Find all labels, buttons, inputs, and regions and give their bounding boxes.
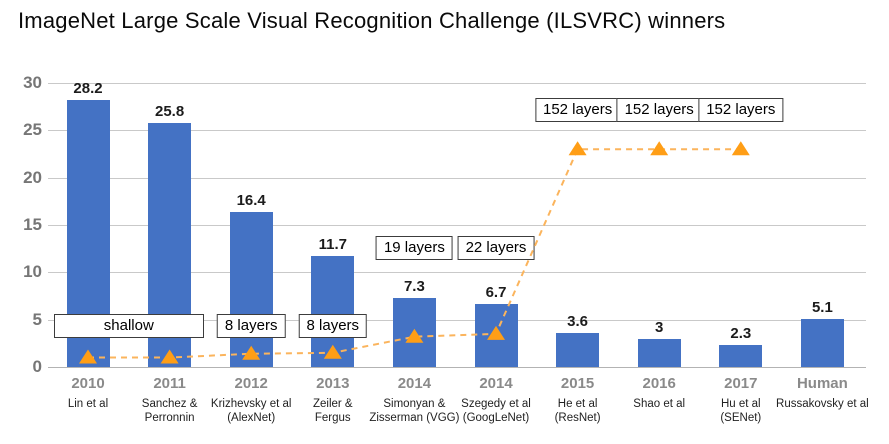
x-tick-sublabel: Lin et al xyxy=(67,398,109,410)
x-tick-sublabel: Krizhevsky et al (AlexNet) xyxy=(210,398,292,424)
gridline-y30 xyxy=(48,83,866,84)
annotation-19-layers: 19 layers xyxy=(375,236,453,261)
bar-2016 xyxy=(637,338,681,367)
x-tick-sublabel: Szegedy et al (GoogLeNet) xyxy=(461,398,531,424)
y-axis-tick-label: 5 xyxy=(32,309,42,329)
bar-value-label: 16.4 xyxy=(236,191,266,209)
triangle-marker-icon xyxy=(650,141,669,156)
x-tick-sublabel: Russakovsky et al xyxy=(776,398,869,410)
bar-value-label: 6.7 xyxy=(485,283,507,301)
x-tick-sublabel: He et al (ResNet) xyxy=(554,398,601,424)
x-tick-label: 2013 xyxy=(316,375,350,392)
bar-2015 xyxy=(556,332,600,367)
bar-value-label: 7.3 xyxy=(403,277,425,295)
x-tick-label: 2016 xyxy=(642,375,676,392)
x-tick-sublabel: Sanchez & Perronnin xyxy=(141,398,198,424)
bar-value-label: 3 xyxy=(655,318,664,336)
bar-2017 xyxy=(719,345,763,367)
x-tick-sublabel: Shao et al xyxy=(633,398,686,410)
bar-2014 xyxy=(474,303,518,367)
triangle-marker-icon xyxy=(731,141,750,156)
annotation-152-layers: 152 layers xyxy=(698,98,784,123)
bar-2012 xyxy=(229,211,273,367)
bar-value-label: 2.3 xyxy=(730,325,752,343)
chart-title: ImageNet Large Scale Visual Recognition … xyxy=(18,8,726,33)
bar-value-label: 28.2 xyxy=(73,80,103,98)
gridline-y25 xyxy=(48,130,866,132)
bar-2014 xyxy=(392,297,436,367)
bar-value-label: 3.6 xyxy=(567,312,589,330)
y-axis-tick-label: 0 xyxy=(32,357,42,376)
bar-value-label: 25.8 xyxy=(154,102,185,120)
x-tick-label: 2014 xyxy=(479,375,513,392)
y-axis-tick-label: 15 xyxy=(23,215,42,234)
bar-value-label: 11.7 xyxy=(318,236,347,254)
x-tick-sublabel: Hu et al (SENet) xyxy=(720,398,762,424)
gridline-y0 xyxy=(48,367,866,368)
x-tick-label: 2011 xyxy=(153,375,186,392)
x-tick-sublabel: Zeiler & Fergus xyxy=(312,398,353,424)
y-axis-tick-label: 20 xyxy=(23,167,42,187)
annotation-22-layers: 22 layers xyxy=(457,236,535,261)
annotation-8-layers: 8 layers xyxy=(216,314,286,339)
x-tick-label: 2010 xyxy=(71,375,105,392)
annotation-152-layers: 152 layers xyxy=(534,98,621,123)
x-tick-label: 2014 xyxy=(397,375,432,392)
bar-2013 xyxy=(311,256,355,367)
x-tick-sublabel: Simonyan & Zisserman (VGG) xyxy=(369,398,460,424)
x-tick-label: 2012 xyxy=(234,375,268,392)
annotation-8-layers: 8 layers xyxy=(298,314,368,339)
bar-value-label: 5.1 xyxy=(811,298,833,316)
triangle-marker-icon xyxy=(568,141,587,156)
x-tick-label: 2017 xyxy=(724,375,758,392)
bar-Human xyxy=(800,318,844,367)
y-axis-tick-label: 10 xyxy=(23,262,42,282)
y-axis-tick-label: 30 xyxy=(23,73,42,92)
x-tick-label: 2015 xyxy=(560,375,595,392)
x-tick-label: Human xyxy=(796,375,848,392)
annotation-152-layers: 152 layers xyxy=(616,98,702,123)
annotation-shallow: shallow xyxy=(53,314,204,339)
y-axis-tick-label: 25 xyxy=(23,120,42,140)
